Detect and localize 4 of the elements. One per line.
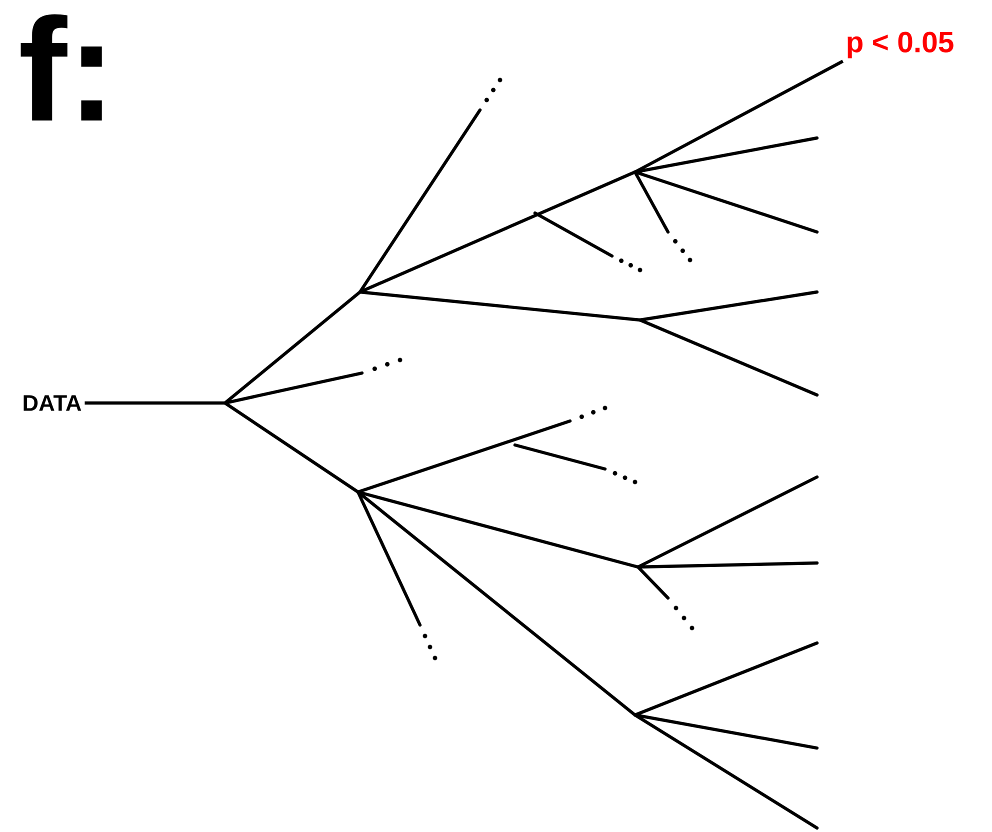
result-label: p < 0.05 (848, 32, 954, 58)
data-label: DATA (24, 395, 82, 411)
panel-letter: f: (20, 14, 102, 121)
branch-path (84, 60, 844, 405)
